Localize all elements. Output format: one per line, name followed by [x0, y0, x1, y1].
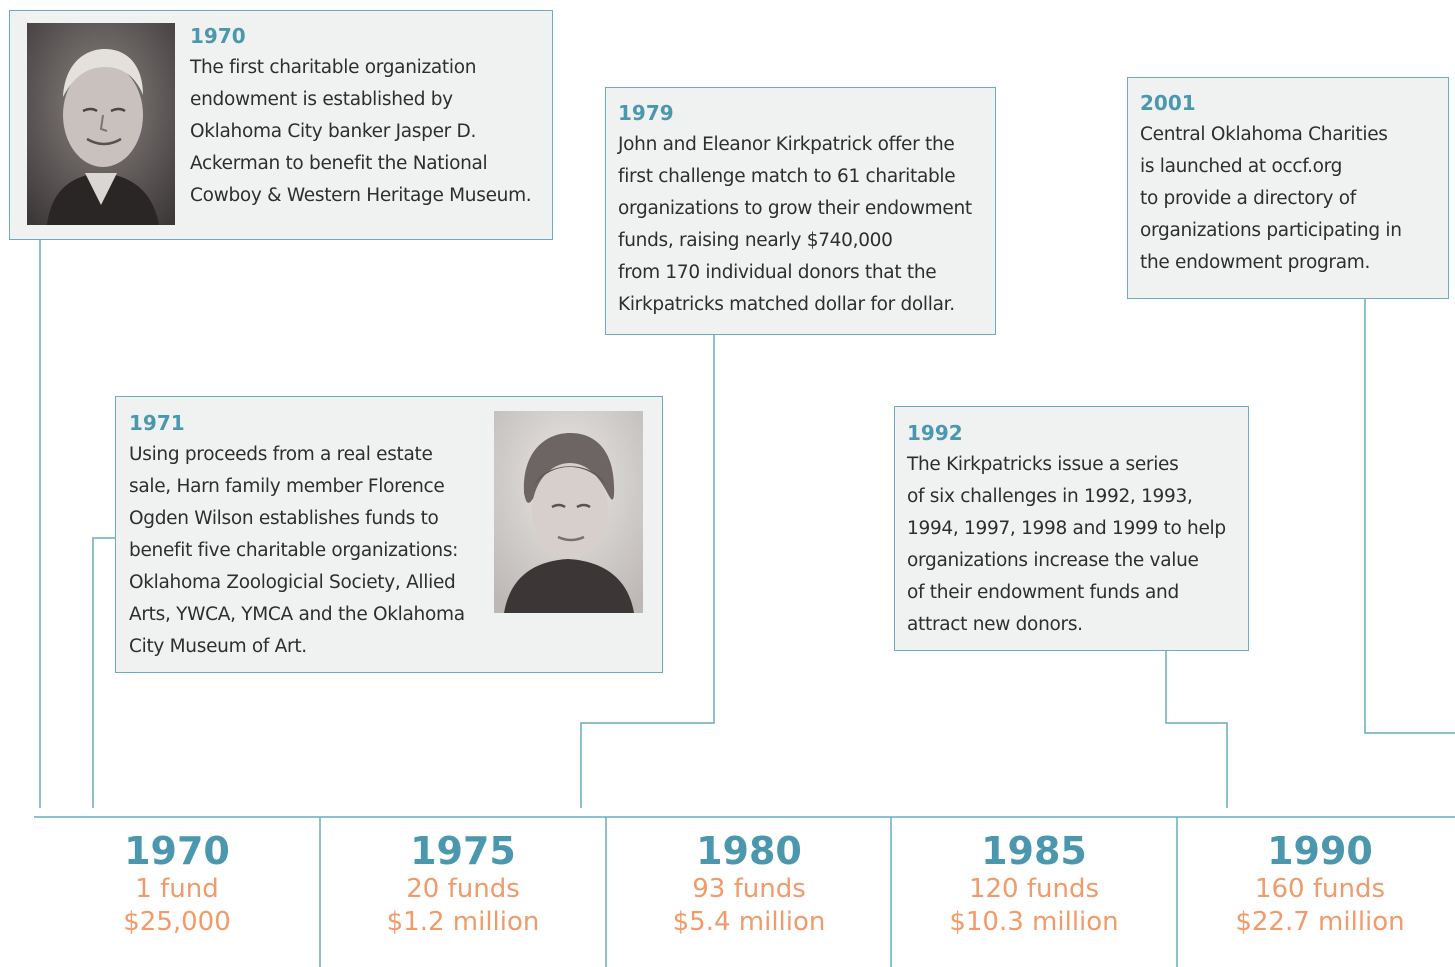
- event-card-1979: 1979 John and Eleanor Kirkpatrick offer …: [605, 87, 996, 335]
- axis-fund-amount: $5.4 million: [672, 907, 826, 937]
- event-year: 1971: [129, 411, 185, 435]
- event-card-2001: 2001 Central Oklahoma Charities is launc…: [1127, 77, 1449, 299]
- event-description: The first charitable organization endowm…: [190, 57, 532, 206]
- axis-fund-count: 1 fund: [135, 874, 219, 904]
- event-year: 2001: [1140, 91, 1196, 115]
- axis-year: 1970: [124, 829, 230, 873]
- event-card-1992: 1992 The Kirkpatricks issue a series of …: [894, 406, 1249, 651]
- axis-year: 1975: [410, 829, 516, 873]
- axis-fund-count: 93 funds: [692, 874, 806, 904]
- connector-2001: [1364, 298, 1455, 734]
- axis-fund-count: 160 funds: [1254, 874, 1386, 904]
- portrait-photo-wilson: [494, 411, 643, 613]
- axis-fund-amount: $25,000: [123, 907, 231, 937]
- axis-fund-amount: $1.2 million: [386, 907, 540, 937]
- axis-year: 1985: [981, 829, 1087, 873]
- event-description: The Kirkpatricks issue a series of six c…: [907, 454, 1226, 635]
- event-description: Using proceeds from a real estate sale, …: [129, 444, 465, 657]
- axis-fund-amount: $22.7 million: [1235, 907, 1405, 937]
- event-year: 1992: [907, 421, 963, 445]
- axis-fund-count: 120 funds: [968, 874, 1100, 904]
- axis-year: 1980: [696, 829, 802, 873]
- connector-1971: [92, 537, 115, 808]
- connector-1979: [580, 334, 715, 808]
- event-card-1970: 1970 The first charitable organization e…: [9, 10, 553, 240]
- connector-1992: [1165, 650, 1228, 808]
- event-year: 1970: [190, 24, 246, 48]
- event-card-1971: 1971 Using proceeds from a real estate s…: [115, 396, 663, 673]
- axis-fund-count: 20 funds: [406, 874, 520, 904]
- axis-fund-amount: $10.3 million: [949, 907, 1119, 937]
- event-description: John and Eleanor Kirkpatrick offer the f…: [618, 134, 972, 315]
- axis-year: 1990: [1267, 829, 1373, 873]
- portrait-photo-ackerman: [27, 23, 175, 225]
- event-year: 1979: [618, 101, 674, 125]
- event-description: Central Oklahoma Charities is launched a…: [1140, 124, 1402, 273]
